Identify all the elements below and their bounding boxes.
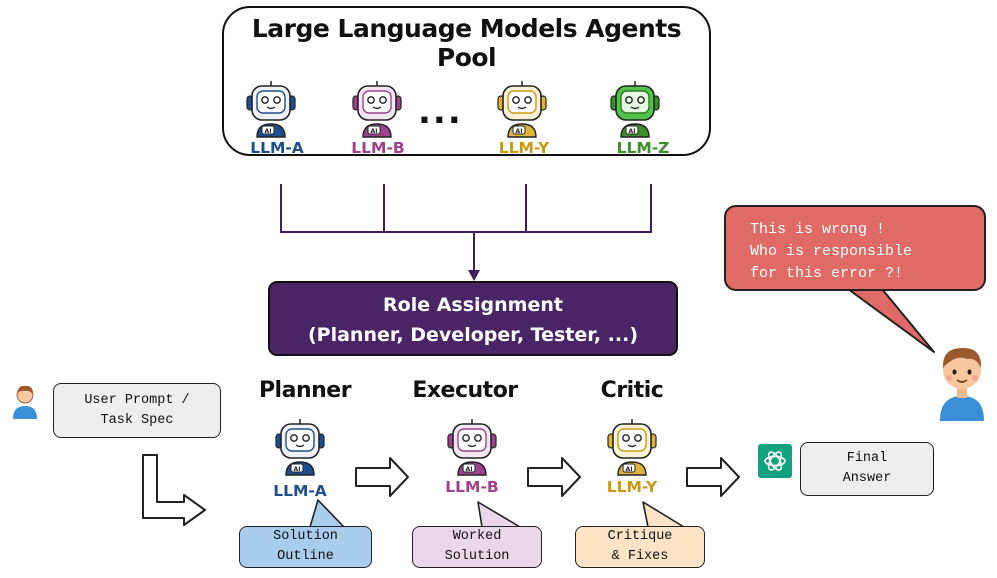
role-arrowhead <box>468 270 480 281</box>
executor-output-line-1: Worked <box>452 529 502 544</box>
executor-output-note: Worked Solution <box>412 526 542 568</box>
role-assignment-title: Role Assignment <box>383 294 563 316</box>
user-prompt-line-1: User Prompt / <box>84 392 190 408</box>
complaint-line-3: for this error ?! <box>750 265 904 282</box>
final-answer-line-2: Answer <box>842 471 892 486</box>
svg-text:AI: AI <box>371 128 378 135</box>
frustrated-user-avatar-icon <box>934 338 990 426</box>
svg-text:AI: AI <box>294 466 301 473</box>
robot-icon-llm-a: AI <box>245 80 297 142</box>
svg-text:AI: AI <box>629 128 636 135</box>
complaint-speech-bubble: This is wrong ! Who is responsible for t… <box>724 205 986 291</box>
robot-icon-llm-z: AI <box>609 80 661 142</box>
block-arrow-icon <box>527 457 581 497</box>
role-assignment-roles: (Planner, Developer, Tester, ...) <box>307 324 639 346</box>
user-prompt-line-2: Task Spec <box>100 412 174 428</box>
robot-graphic: AI <box>246 81 296 138</box>
stage-llm-label-planner: LLM-A <box>273 482 327 500</box>
critic-output-note: Critique & Fixes <box>575 526 705 568</box>
speech-bubble-tail <box>847 288 935 353</box>
user-prompt-box: User Prompt / Task Spec <box>53 383 221 438</box>
svg-text:AI: AI <box>466 466 473 473</box>
planner-output-note: Solution Outline <box>239 526 372 568</box>
planner-output-line-1: Solution <box>273 529 338 544</box>
critic-output-line-1: Critique <box>607 529 673 544</box>
svg-text:AI: AI <box>516 128 523 135</box>
robot-icon-critic: AI <box>606 418 658 480</box>
block-arrow-icon <box>686 457 740 497</box>
pool-agent-label-z: LLM-Z <box>616 139 670 157</box>
svg-text:AI: AI <box>265 128 272 135</box>
pool-ellipsis: ... <box>418 92 463 132</box>
critic-output-line-2: & Fixes <box>611 549 669 564</box>
user-avatar-icon <box>10 382 40 424</box>
chatgpt-logo-icon <box>758 444 792 482</box>
robot-icon-executor: AI <box>446 418 498 480</box>
svg-text:AI: AI <box>626 466 633 473</box>
block-arrow-icon <box>355 457 409 497</box>
agents-pool-panel <box>222 6 711 156</box>
stage-llm-label-executor: LLM-B <box>445 478 499 496</box>
final-answer-line-1: Final <box>846 451 888 466</box>
pool-agent-label-a: LLM-A <box>250 139 304 157</box>
note-tail-executor <box>477 501 521 528</box>
executor-output-line-2: Solution <box>444 549 510 564</box>
stage-llm-label-critic: LLM-Y <box>606 478 658 496</box>
robot-icon-planner: AI <box>274 418 326 480</box>
stage-title-executor: Executor <box>412 378 518 403</box>
pool-to-role-connector <box>280 184 652 272</box>
pool-agent-label-b: LLM-B <box>351 139 405 157</box>
robot-icon-llm-b: AI <box>351 80 403 142</box>
stage-title-critic: Critic <box>600 378 664 403</box>
bent-arrow-icon <box>142 454 206 526</box>
complaint-line-1: This is wrong ! <box>750 221 886 238</box>
pool-agent-label-y: LLM-Y <box>498 139 550 157</box>
complaint-line-2: Who is responsible <box>750 243 913 260</box>
note-tail-planner <box>309 499 345 528</box>
note-tail-critic <box>642 501 685 528</box>
stage-title-planner: Planner <box>258 378 352 403</box>
planner-output-line-2: Outline <box>277 549 334 564</box>
robot-icon-llm-y: AI <box>496 80 548 142</box>
agents-pool-title: Large Language Models Agents Pool <box>251 14 682 72</box>
role-assignment-box: Role Assignment (Planner, Developer, Tes… <box>268 281 678 356</box>
final-answer-box: Final Answer <box>800 442 934 496</box>
